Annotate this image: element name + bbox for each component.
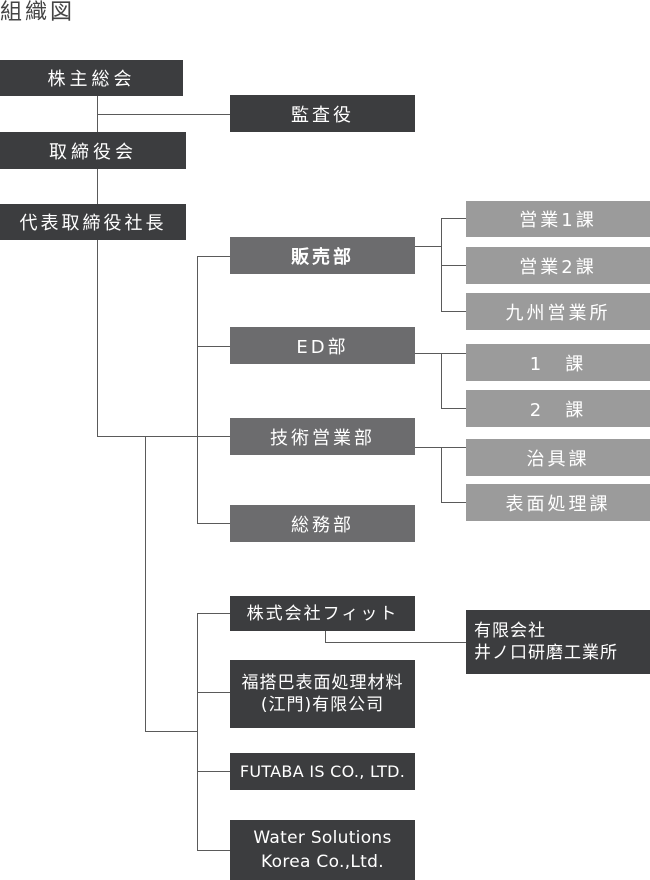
connector-line [441,502,466,503]
node-board-of-directors: 取締役会 [0,132,186,169]
node-sales-dept: 販売部 [230,237,415,274]
node-shareholders-meeting: 株主総会 [0,60,183,96]
connector-line [441,218,466,219]
node-president: 代表取締役社長 [0,204,186,240]
node-tech-sales-dept: 技術営業部 [230,418,415,455]
page-title: 組織図 [0,0,76,25]
node-auditor: 監査役 [230,95,415,132]
node-ed-section-1: 1 課 [466,344,650,381]
connector-line [197,692,230,693]
node-sales-section-2: 営業2課 [466,247,650,284]
node-jiangmen-company: 福搭巴表面処理材料 (江門)有限公司 [230,660,415,728]
connector-line [145,436,146,731]
node-water-solutions: Water Solutions Korea Co.,Ltd. [230,820,415,880]
connector-line [145,731,197,732]
node-kyushu-office: 九州営業所 [466,293,650,330]
node-surface-treatment-section: 表面処理課 [466,484,650,521]
node-ed-dept: ED部 [230,327,415,364]
node-futaba-is: FUTABA IS CO., LTD. [230,753,415,790]
connector-line [97,169,98,204]
connector-line [97,114,230,115]
connector-line [441,353,442,409]
connector-line [441,447,442,503]
connector-line [415,447,466,448]
connector-line [325,631,326,642]
connector-line [415,246,441,247]
node-inokuchi-company: 有限会社 井ノ口研磨工業所 [466,610,650,674]
connector-line [441,408,466,409]
connector-line [197,613,230,614]
node-general-affairs-dept: 総務部 [230,505,415,542]
connector-line [197,256,198,523]
connector-line [415,353,466,354]
connector-line [97,240,98,436]
connector-line [197,346,230,347]
connector-line [325,642,466,643]
node-fit-company: 株式会社フィット [230,596,415,631]
connector-line [97,436,230,437]
connector-line [441,311,466,312]
connector-line [197,256,230,257]
connector-line [441,265,466,266]
node-jig-section: 治具課 [466,439,650,476]
connector-line [197,523,230,524]
connector-line [197,771,230,772]
node-ed-section-2: 2 課 [466,390,650,427]
node-sales-section-1: 営業1課 [466,201,650,237]
connector-line [197,850,230,851]
connector-line [197,613,198,850]
